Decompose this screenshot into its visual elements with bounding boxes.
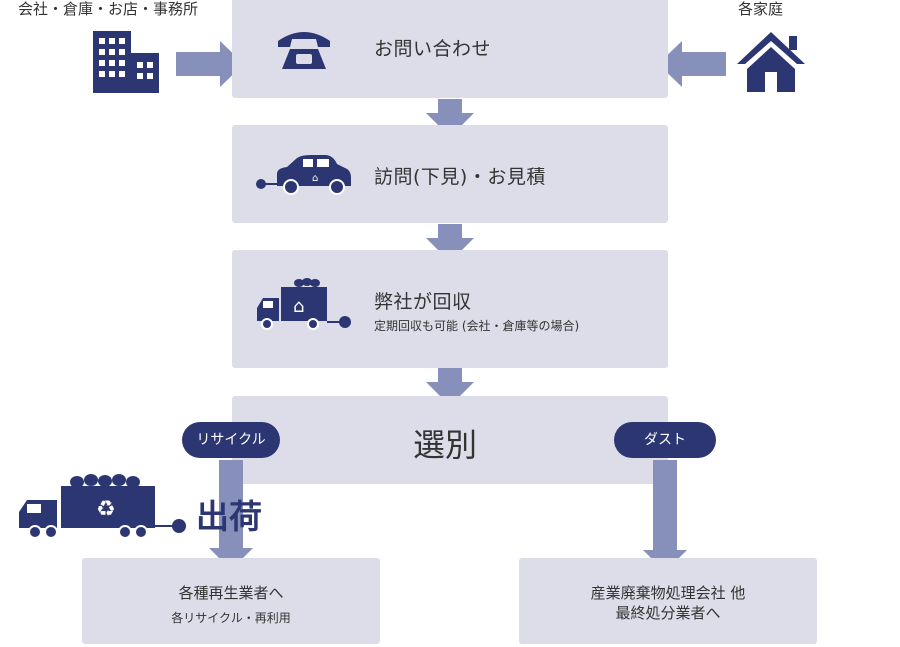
svg-text:♻: ♻ bbox=[96, 497, 116, 522]
arrow-down-icon bbox=[643, 460, 687, 572]
phone-icon bbox=[278, 32, 330, 69]
building-icon bbox=[93, 31, 159, 93]
arrow-left-icon bbox=[658, 41, 726, 87]
step-inquiry-title: お問い合わせ bbox=[374, 38, 492, 60]
svg-text:⌂: ⌂ bbox=[312, 173, 318, 184]
endpoint-recycler-title: 各種再生業者へ bbox=[178, 584, 284, 602]
step-sorting-box bbox=[232, 396, 668, 484]
endpoint-recycler-box bbox=[82, 558, 380, 644]
endpoint-recycler-subtitle: 各リサイクル・再利用 bbox=[171, 611, 291, 625]
recycle-truck-icon: ♻ bbox=[19, 474, 186, 539]
arrow-right-icon bbox=[176, 41, 244, 87]
endpoint-disposal-box bbox=[519, 558, 817, 644]
arrow-down-icon bbox=[426, 99, 474, 137]
household-label: 各家庭 bbox=[738, 0, 784, 18]
endpoint-disposal-subtitle: 最終処分業者へ bbox=[615, 604, 721, 622]
step-visit-title: 訪問(下見)・お見積 bbox=[374, 166, 546, 188]
arrow-down-icon bbox=[209, 460, 253, 570]
svg-text:⌂: ⌂ bbox=[293, 296, 304, 317]
arrow-down-icon bbox=[426, 224, 474, 262]
step-sorting-title: 選別 bbox=[413, 426, 478, 464]
dust-pill: ダスト bbox=[614, 422, 716, 458]
recycle-pill: リサイクル bbox=[182, 422, 280, 458]
arrow-down-icon bbox=[426, 368, 474, 406]
endpoint-disposal-title: 産業廃棄物処理会社 他 bbox=[590, 584, 746, 602]
step-collection-title: 弊社が回収 bbox=[374, 291, 472, 313]
shipping-label: 出荷 bbox=[196, 497, 262, 536]
step-collection-subtitle: 定期回収も可能 (会社・倉庫等の場合) bbox=[374, 319, 580, 333]
truck-icon: ⌂ bbox=[257, 278, 351, 330]
house-icon bbox=[737, 32, 805, 92]
company-label: 会社・倉庫・お店・事務所 bbox=[18, 0, 199, 18]
car-icon: ⌂ bbox=[256, 155, 351, 195]
